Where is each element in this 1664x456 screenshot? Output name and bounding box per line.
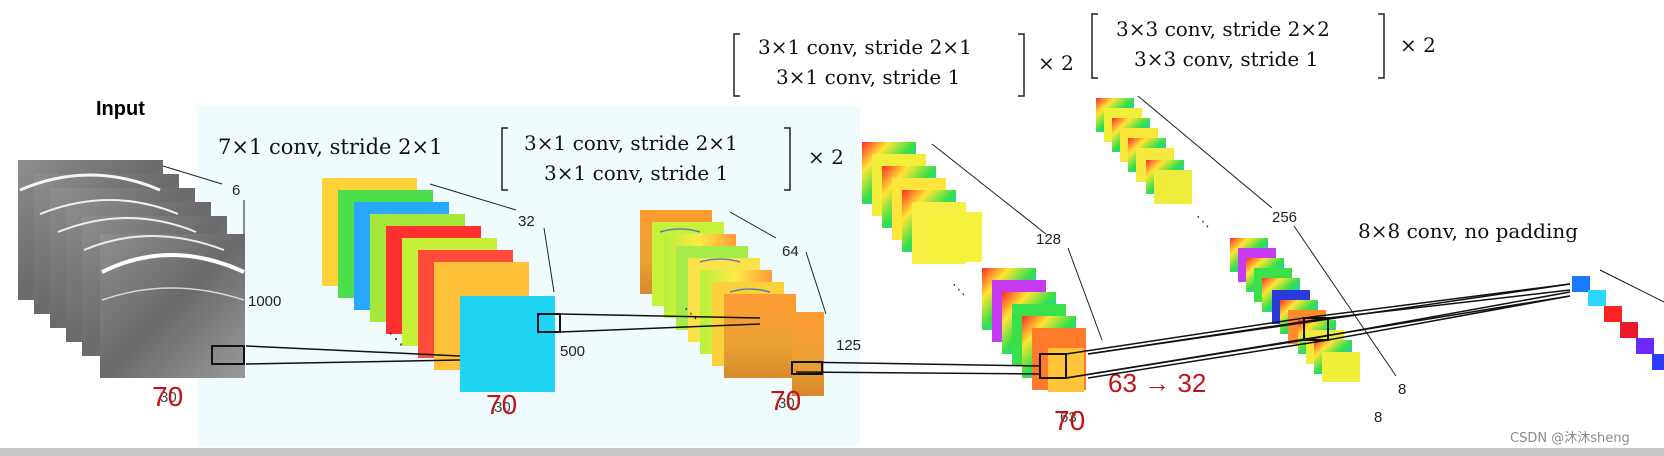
watermark: CSDN @沐沐sheng [1510,431,1630,446]
block4-repeat: × 2 [1400,33,1436,57]
bottom-edge-bar [0,448,1664,456]
svg-text:⋱: ⋱ [952,282,966,298]
input-channels: 6 [232,182,240,199]
layer1-override-label: 70 [486,389,517,420]
svg-text:⋱: ⋱ [684,306,698,322]
input-height: 1000 [248,293,281,310]
layer4-channels: 256 [1272,209,1297,226]
layer4-height: 8 [1398,381,1406,398]
layer1-feature-stack: ⋱ [245,178,561,392]
block3-repeat: × 2 [1038,51,1074,75]
block2-bracket-group [501,127,791,191]
svg-text:⋱: ⋱ [388,329,404,348]
layer3-width: 63 [1060,409,1077,426]
layer2-override-label: 70 [770,385,801,416]
layer3-feature-stack: ⋱ [795,142,1103,392]
block4-bracket-group [1091,13,1385,79]
layer2-height: 125 [836,337,861,354]
block2-line1: 3×1 conv, stride 2×1 [524,131,738,155]
layer1-channels: 32 [518,213,535,230]
block2-line2: 3×1 conv, stride 1 [544,161,728,185]
layer1-height: 500 [560,343,585,360]
input-width: 30 [160,389,177,406]
input-feature-stack [18,160,245,378]
block3-line2: 3×1 conv, stride 1 [776,65,960,89]
layer2-width: 30 [778,395,795,412]
layer2-feature-stack: ⋱ [559,210,827,396]
final-op-label: 8×8 conv, no padding [1358,219,1578,243]
layer2-channels: 64 [782,243,799,260]
layer1-width: 30 [494,399,511,416]
input-label: Input [96,98,145,120]
block3-bracket-group [733,33,1025,97]
block3-line1: 3×1 conv, stride 2×1 [758,35,972,59]
layer4-feature-stack: ⋱ [1065,95,1397,382]
block4-line2: 3×3 conv, stride 1 [1134,47,1318,71]
layer1-op-label: 7×1 conv, stride 2×1 [218,135,442,159]
block4-line1: 3×3 conv, stride 2×2 [1116,17,1330,41]
svg-text:⋱: ⋱ [1196,214,1210,230]
layer3-transform-label: 63 → 32 [1108,368,1206,398]
input-override-label: 70 [152,381,183,412]
layer3-channels: 128 [1036,231,1061,248]
layer4-width: 8 [1374,409,1382,426]
layer3-override-label: 70 [1054,405,1085,436]
output-vector [1065,269,1664,379]
block2-repeat: × 2 [808,145,844,169]
